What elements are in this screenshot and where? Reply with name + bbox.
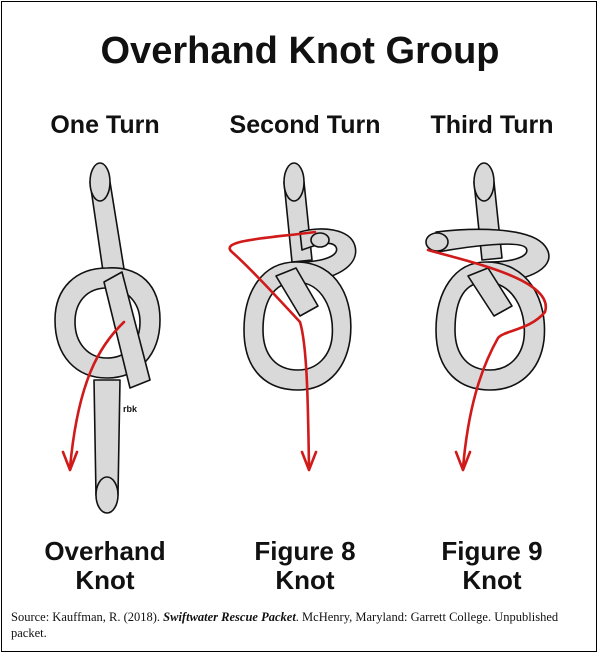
figure-9-knot-illustration: [425, 162, 550, 472]
heading-third-turn: Third Turn: [430, 111, 554, 139]
fig8-crossing-strand: [275, 267, 319, 317]
figure-title: Overhand Knot Group: [100, 30, 500, 72]
fig9-crossing-strand: [467, 267, 513, 317]
fig8-arrowhead: [300, 450, 318, 472]
source-work-title: Swiftwater Rescue Packet: [163, 610, 296, 624]
fig9-main-loop: [435, 261, 546, 391]
overhand-crossing-strand: [103, 271, 151, 389]
overhand-knot-illustration: rbk: [54, 162, 161, 514]
fig8-hook-end: [310, 232, 330, 248]
fig8-top-end: [283, 162, 305, 202]
heading-second-turn: Second Turn: [229, 111, 381, 139]
fig9-red-path: [426, 248, 547, 470]
overhand-arrowhead: [61, 450, 79, 472]
overhand-top-end: [89, 162, 111, 202]
fig9-top-end: [473, 162, 495, 202]
fig8-main-loop: [243, 261, 352, 391]
source-suffix: . McHenry, Maryland: Garrett College. Un…: [11, 610, 559, 640]
source-prefix: Source: Kauffman, R. (2018).: [11, 610, 164, 624]
source-citation: Source: Kauffman, R. (2018). Swiftwater …: [11, 609, 591, 641]
heading-one-turn: One Turn: [50, 111, 160, 139]
overhand-bottom-end: [95, 476, 119, 514]
fig9-arrowhead: [454, 450, 472, 472]
label-figure-8-knot: Figure 8 Knot: [254, 536, 356, 595]
initials: rbk: [123, 404, 138, 414]
fig8-red-path: [228, 230, 317, 470]
overhand-red-path: [68, 320, 126, 470]
fig9-wrap-end: [425, 232, 449, 252]
label-figure-9-knot: Figure 9 Knot: [441, 536, 543, 595]
figure-8-knot-illustration: [228, 162, 357, 472]
label-overhand-knot: Overhand Knot: [44, 536, 166, 595]
